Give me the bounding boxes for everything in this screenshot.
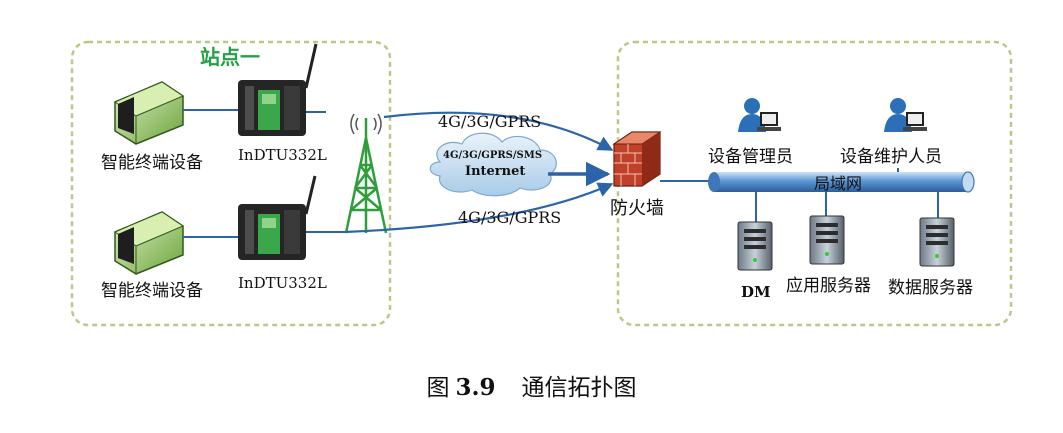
app-server-label: 应用服务器	[786, 276, 871, 296]
lan-label: 局域网	[814, 174, 862, 193]
cloud-label-1: 4G/3G/GPRS/SMS	[443, 150, 542, 161]
dm-server-icon	[737, 221, 773, 271]
firewall-label: 防火墙	[610, 198, 664, 219]
dtu-label-2: InDTU332L	[238, 274, 327, 292]
data-server-icon	[919, 217, 955, 267]
dtu-router-icon	[238, 175, 317, 260]
firewall-icon	[612, 131, 662, 187]
maintenance-label: 设备维护人员	[840, 147, 942, 167]
maintenance-user-icon	[884, 98, 927, 132]
admin-label: 设备管理员	[708, 147, 793, 167]
caption-prefix: 图	[426, 375, 450, 401]
smart-terminal-device-icon	[113, 211, 185, 275]
cell-tower-icon	[344, 113, 388, 234]
device-label-1: 智能终端设备	[101, 153, 203, 173]
lower-link	[344, 182, 614, 234]
lower-link-label: 4G/3G/GPRS	[458, 208, 561, 227]
dtu-label-1: InDTU332L	[238, 146, 327, 164]
dtu-router-icon	[238, 43, 318, 136]
cloud-label-2: Internet	[465, 164, 525, 179]
app-server-icon	[809, 215, 845, 265]
caption-text: 通信拓扑图	[521, 375, 637, 401]
device-label-2: 智能终端设备	[101, 281, 203, 301]
site-region	[70, 40, 392, 327]
lan-bus-icon	[708, 171, 975, 193]
site-title: 站点一	[200, 45, 260, 69]
caption-number: 3.9	[455, 374, 496, 401]
upper-link-label: 4G/3G/GPRS	[438, 112, 541, 131]
data-server-label: 数据服务器	[888, 278, 973, 298]
smart-terminal-device-icon	[113, 81, 185, 145]
upper-link	[383, 111, 614, 151]
dm-label: DM	[741, 283, 771, 301]
admin-user-icon	[738, 98, 781, 132]
